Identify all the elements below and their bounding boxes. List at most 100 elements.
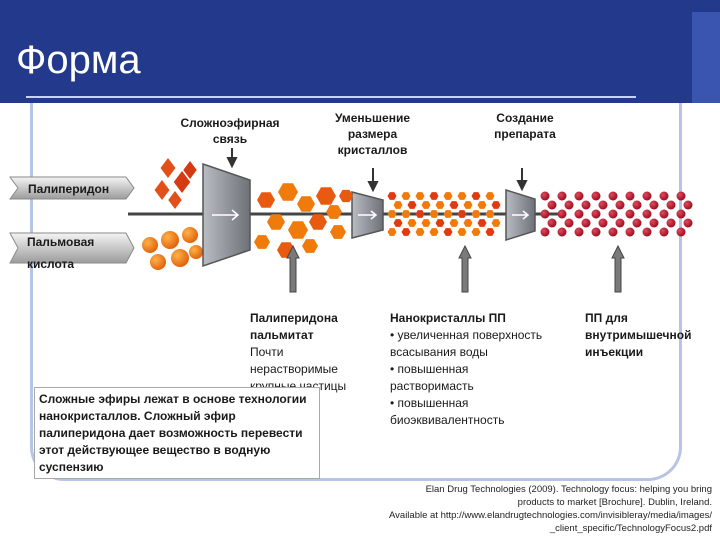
slide-frame — [30, 103, 682, 481]
injection-particle — [659, 209, 669, 219]
crystal-hexagon — [407, 201, 417, 209]
crystal-hexagon — [471, 192, 481, 200]
paliperidone-label: Палиперидон — [28, 182, 109, 196]
crystal-hexagon — [449, 201, 459, 209]
slide-title: Форма — [16, 38, 141, 82]
crystal-hexagon — [401, 228, 411, 236]
injection-particle — [625, 209, 635, 219]
injection-particle — [574, 209, 584, 219]
crystal-hexagon — [485, 192, 495, 200]
nanocrystals-description: Нанокристаллы ПП • увеличенная поверхнос… — [390, 293, 580, 446]
injection-particle — [608, 209, 618, 219]
injection-particle — [625, 191, 635, 201]
nanocrystals-body: • увеличенная поверхность всасывания вод… — [390, 328, 543, 427]
crystal-hexagon — [257, 192, 275, 208]
palmitic-acid-label-line1: Пальмовая — [27, 235, 94, 249]
crystal-hexagon — [471, 210, 481, 218]
injection-particle — [632, 200, 642, 210]
crystal-hexagon — [463, 219, 473, 227]
injection-particle — [608, 191, 618, 201]
crystal-hexagon — [491, 201, 501, 209]
injection-particle — [659, 227, 669, 237]
crystal-hexagon — [485, 210, 495, 218]
injection-particle — [581, 218, 591, 228]
crystal-hexagon — [401, 192, 411, 200]
palmitate-crystals — [254, 183, 353, 258]
size-reduction-label: Уменьшение размера кристаллов — [334, 111, 411, 157]
injection-particle — [625, 227, 635, 237]
crystal-diamond — [154, 180, 170, 200]
injection-particle — [642, 227, 652, 237]
crystal-hexagon — [435, 219, 445, 227]
crystal-hexagon — [421, 201, 431, 209]
crystal-hexagon — [457, 228, 467, 236]
injection-particle — [574, 227, 584, 237]
injection-particle — [676, 191, 686, 201]
crystal-hexagon — [254, 235, 270, 249]
title-divider — [26, 96, 636, 98]
injection-particle — [591, 209, 601, 219]
injection-particle — [666, 218, 676, 228]
injection-particle — [598, 218, 608, 228]
injection-particle — [642, 209, 652, 219]
crystal-hexagon — [330, 225, 346, 239]
crystal-diamond — [160, 158, 176, 178]
injection-title: ПП для внутримышечной инъекции — [585, 311, 692, 359]
crystal-hexagon — [463, 201, 473, 209]
crystal-hexagon — [457, 210, 467, 218]
injection-particle — [642, 191, 652, 201]
down-arrows — [226, 148, 528, 193]
crystal-hexagon — [477, 201, 487, 209]
injection-particle — [683, 218, 693, 228]
crystal-diamond — [183, 161, 197, 179]
crystal-hexagon — [339, 189, 353, 203]
crystal-ball — [161, 231, 179, 249]
citation: Elan Drug Technologies (2009). Technolog… — [389, 484, 712, 534]
crystal-hexagon — [421, 219, 431, 227]
crystal-hexagon — [491, 219, 501, 227]
crystal-hexagon — [443, 228, 453, 236]
injection-particle — [608, 227, 618, 237]
crystal-hexagon — [471, 228, 481, 236]
injection-particle — [540, 191, 550, 201]
crystal-hexagon — [393, 219, 403, 227]
crystal-hexagon — [429, 210, 439, 218]
crystal-ball — [182, 227, 198, 243]
crystal-ball — [142, 237, 158, 253]
crystal-diamond — [168, 191, 182, 209]
crystal-hexagon — [387, 210, 397, 218]
crystal-hexagon — [297, 196, 315, 212]
crystal-hexagon — [415, 192, 425, 200]
injection-particles — [540, 191, 693, 237]
injection-particle — [564, 218, 574, 228]
crystal-hexagon — [309, 214, 327, 230]
injection-particle — [557, 191, 567, 201]
nanocrystals — [387, 192, 501, 236]
injection-particle — [598, 200, 608, 210]
injection-particle — [683, 200, 693, 210]
injection-particle — [540, 209, 550, 219]
injection-particle — [547, 200, 557, 210]
injection-particle — [581, 200, 591, 210]
crystal-hexagon — [477, 219, 487, 227]
injection-particle — [564, 200, 574, 210]
crystal-hexagon — [443, 210, 453, 218]
crystal-hexagon — [401, 210, 411, 218]
injection-particle — [591, 191, 601, 201]
crystal-hexagon — [485, 228, 495, 236]
crystal-hexagon — [415, 228, 425, 236]
formulation-label: Создание препарата — [494, 111, 556, 141]
crystal-hexagon — [288, 221, 308, 239]
ester-technology-note: Сложные эфиры лежат в основе технологии … — [34, 387, 320, 479]
injection-particle — [676, 209, 686, 219]
crystal-hexagon — [387, 228, 397, 236]
injection-particle — [574, 191, 584, 201]
injection-particle — [659, 191, 669, 201]
funnel-arrows — [212, 209, 530, 221]
injection-particle — [615, 200, 625, 210]
injection-particle — [649, 200, 659, 210]
injection-particle — [632, 218, 642, 228]
crystal-hexagon — [429, 228, 439, 236]
ester-bond-label: Сложноэфирная связь — [180, 116, 280, 146]
